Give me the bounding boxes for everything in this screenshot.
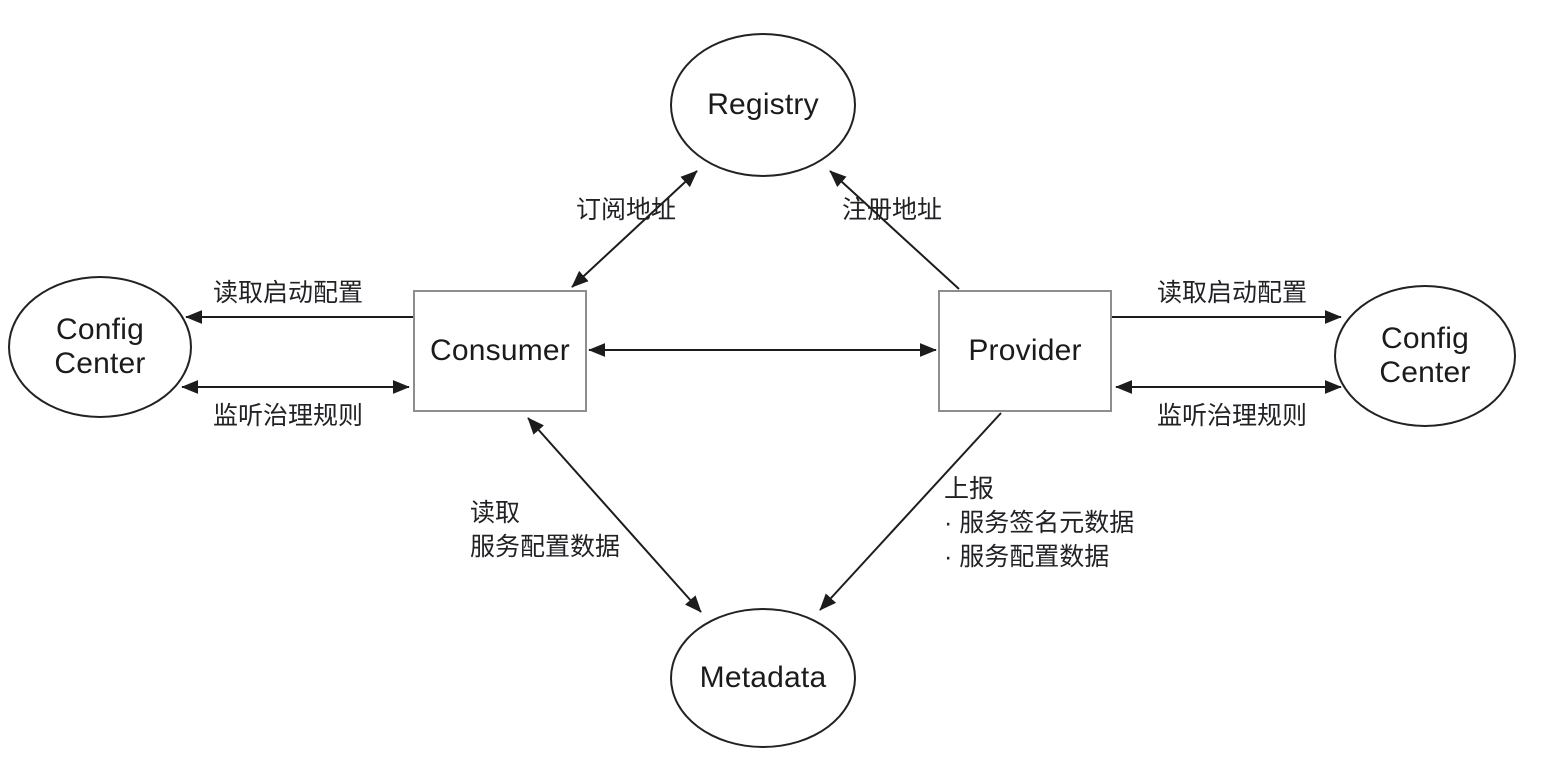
read-service-config-line2: 服务配置数据	[470, 533, 621, 561]
report-item-service-config: · 服务配置数据	[944, 543, 1110, 571]
node-registry: Registry	[670, 33, 856, 177]
node-registry-label: Registry	[707, 88, 819, 122]
edge-label-read-startup-config-left: 读取启动配置	[212, 279, 364, 307]
report-item-signature-metadata: · 服务签名元数据	[944, 509, 1135, 537]
edge-label-listen-governance-rules-left: 监听治理规则	[212, 402, 364, 430]
node-consumer-label: Consumer	[430, 334, 570, 368]
edge-provider-metadata	[819, 412, 1002, 611]
edge-label-subscribe-address: 订阅地址	[575, 196, 677, 224]
node-consumer: Consumer	[413, 290, 587, 412]
node-metadata-label: Metadata	[699, 661, 827, 695]
edge-label-report-metadata: 上报 · 服务签名元数据 · 服务配置数据	[944, 472, 1134, 574]
config-right-line2: Center	[1379, 356, 1471, 389]
node-metadata: Metadata	[670, 608, 856, 748]
node-config-center-left: Config Center	[8, 276, 192, 418]
edge-label-read-startup-config-right: 读取启动配置	[1156, 279, 1308, 307]
edge-consumer-registry	[571, 170, 698, 288]
config-left-line2: Center	[54, 347, 146, 380]
config-right-line1: Config	[1381, 322, 1469, 356]
edge-consumer-metadata	[527, 417, 702, 613]
edge-label-register-address: 注册地址	[841, 196, 943, 224]
node-provider: Provider	[938, 290, 1112, 412]
edge-label-listen-governance-rules-right: 监听治理规则	[1156, 402, 1308, 430]
edge-label-read-service-config: 读取 服务配置数据	[470, 496, 620, 564]
config-left-line1: Config	[56, 313, 144, 347]
node-config-center-right-label: Config Center	[1379, 322, 1470, 390]
edge-provider-registry	[829, 170, 960, 290]
node-provider-label: Provider	[968, 334, 1082, 368]
read-service-config-line1: 读取	[470, 499, 521, 527]
node-config-center-right: Config Center	[1334, 285, 1516, 427]
node-config-center-left-label: Config Center	[54, 313, 145, 381]
report-title: 上报	[944, 475, 995, 503]
